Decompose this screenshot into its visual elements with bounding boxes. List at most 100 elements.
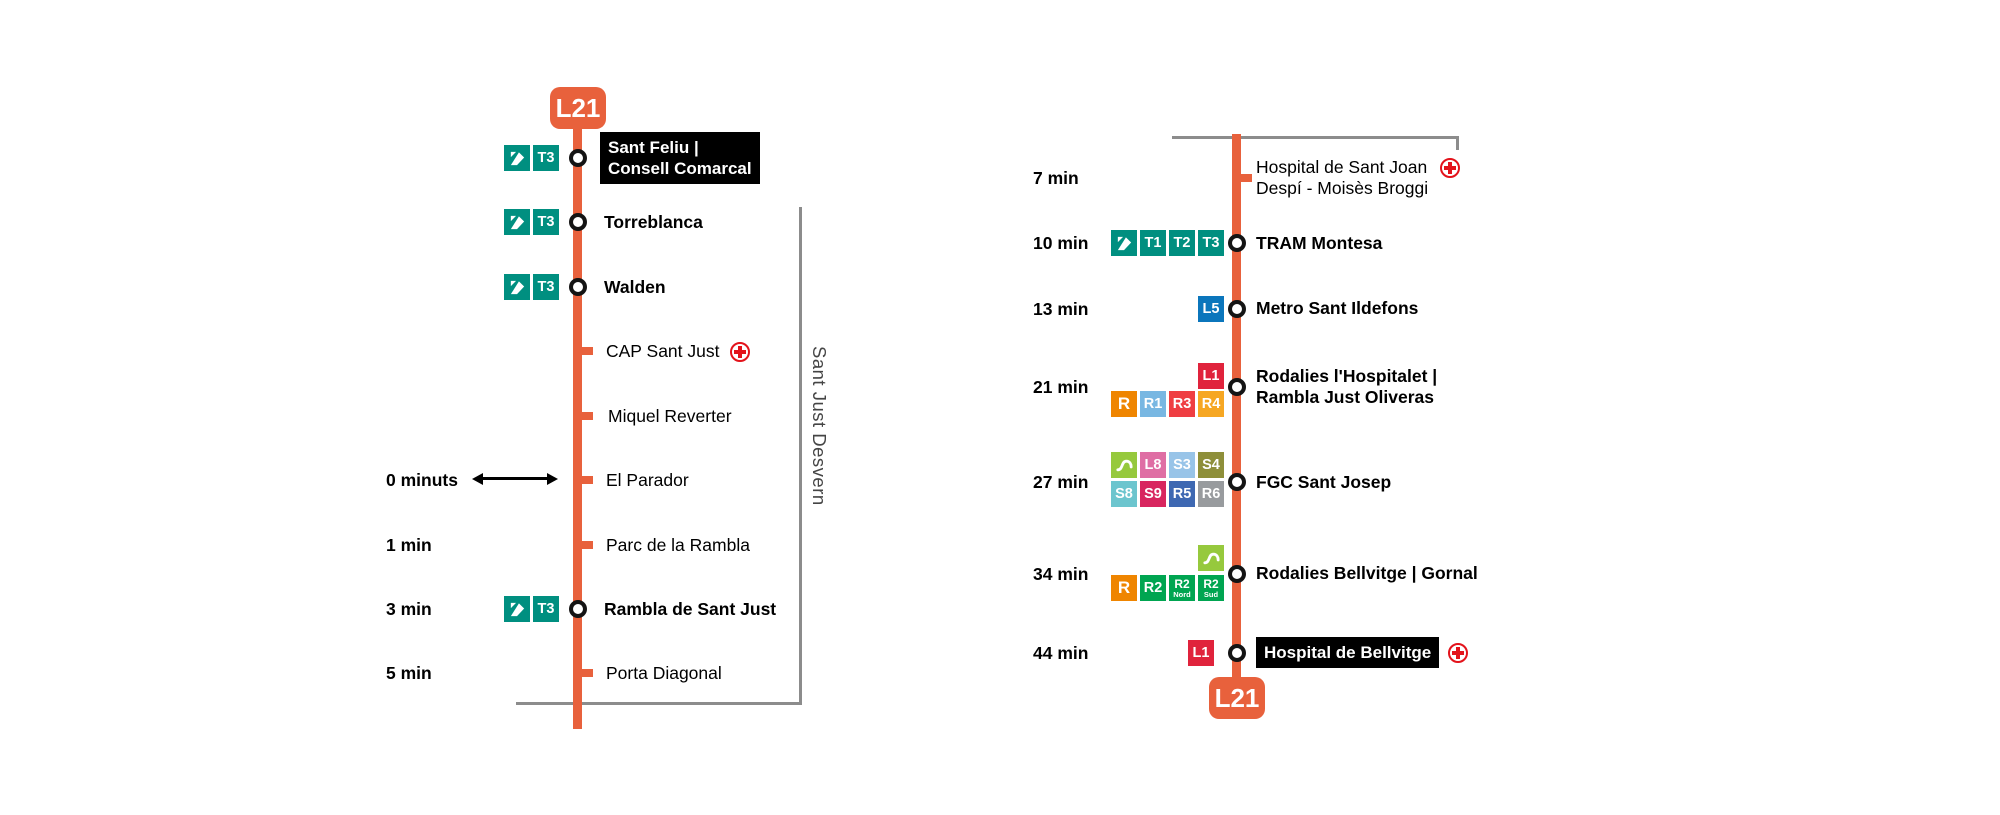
- tram-logo-icon: [504, 274, 530, 300]
- time-tram-montesa: 10 min: [1033, 233, 1089, 253]
- badge-row-rodalies-hospitalet-metro: L1: [1198, 363, 1224, 389]
- badge-rodalies-r: R: [1111, 391, 1137, 417]
- badge-l1: L1: [1198, 363, 1224, 389]
- tram-logo-icon: [504, 596, 530, 622]
- stop-marker-fgc-sant-josep: [1228, 473, 1246, 491]
- boundary-line-right-top: [1172, 136, 1459, 139]
- badge-s9: S9: [1140, 481, 1166, 507]
- stop-marker-hospital-de-bellvitge: [1228, 644, 1246, 662]
- stop-label-text: Rodalies l'Hospitalet |: [1256, 366, 1438, 386]
- badge-row-torreblanca: T3: [504, 209, 559, 235]
- badge-r4: R4: [1198, 391, 1224, 417]
- badge-r2-nord: R2 Nord: [1169, 575, 1195, 601]
- stop-label-walden: Walden: [604, 277, 666, 297]
- tram-logo-icon: [504, 209, 530, 235]
- stop-label-sant-feliu: Sant Feliu | Consell Comarcal: [600, 132, 760, 184]
- time-rambla-de-sant-just: 3 min: [386, 599, 432, 619]
- badge-row-rodalies-hospitalet-rail: R R1 R3 R4: [1111, 391, 1224, 417]
- stop-label-text: Despí - Moisès Broggi: [1256, 178, 1429, 198]
- medical-cross-icon: [729, 341, 750, 362]
- badge-r2: R2: [1140, 575, 1166, 601]
- stop-tick-sant-joan-despi: [1234, 174, 1252, 182]
- badge-row-fgc-sant-josep-1: L8 S3 S4: [1111, 452, 1224, 478]
- badge-r5: R5: [1169, 481, 1195, 507]
- stop-label-fgc-sant-josep: FGC Sant Josep: [1256, 472, 1392, 492]
- boundary-line-right-tick: [1456, 136, 1459, 150]
- stop-marker-walden: [569, 278, 587, 296]
- badge-text: Sud: [1203, 589, 1219, 599]
- badge-l1: L1: [1188, 640, 1214, 666]
- municipality-boundary-vertical: [799, 207, 802, 705]
- stop-label-rodalies-hospitalet: Rodalies l'Hospitalet | Rambla Just Oliv…: [1256, 366, 1437, 408]
- stop-marker-rodalies-hospitalet: [1228, 378, 1246, 396]
- badge-text: Nord: [1173, 589, 1191, 599]
- stop-label-line: Consell Comarcal: [608, 159, 752, 178]
- stop-label-parc-de-la-rambla: Parc de la Rambla: [606, 535, 750, 555]
- tram-logo-icon: [504, 145, 530, 171]
- stop-tick-miquel-reverter: [574, 412, 593, 420]
- badge-s3: S3: [1169, 452, 1195, 478]
- municipality-label: Sant Just Desvern: [809, 346, 830, 506]
- badge-t2: T2: [1169, 230, 1195, 256]
- badge-row-sant-feliu: T3: [504, 145, 559, 171]
- time-parc-de-la-rambla: 1 min: [386, 535, 432, 555]
- stop-marker-sant-feliu: [569, 149, 587, 167]
- stop-tick-cap-sant-just: [574, 347, 593, 355]
- stop-label-hospital-de-bellvitge: Hospital de Bellvitge: [1256, 637, 1469, 668]
- time-fgc-sant-josep: 27 min: [1033, 472, 1089, 492]
- stop-label-el-parador: El Parador: [606, 470, 689, 490]
- badge-row-hospital-de-bellvitge: L1: [1188, 640, 1214, 666]
- stop-tick-parc-de-la-rambla: [574, 541, 593, 549]
- badge-r3: R3: [1169, 391, 1195, 417]
- time-sant-joan-despi: 7 min: [1033, 168, 1079, 188]
- badge-row-tram-montesa: T1 T2 T3: [1111, 230, 1224, 256]
- badge-l8: L8: [1140, 452, 1166, 478]
- badge-row-rambla-de-sant-just: T3: [504, 596, 559, 622]
- stop-tick-el-parador: [574, 476, 593, 484]
- tram-logo-icon: [1111, 230, 1137, 256]
- stop-label-metro-sant-ildefons: Metro Sant Ildefons: [1256, 298, 1419, 318]
- badge-r2-sud: R2 Sud: [1198, 575, 1224, 601]
- stop-label-porta-diagonal: Porta Diagonal: [606, 663, 722, 683]
- line-badge-l21-top: L21: [550, 87, 606, 129]
- stop-tick-porta-diagonal: [574, 669, 593, 677]
- badge-row-rodalies-bellvitge-1: [1198, 545, 1224, 571]
- stop-label-cap-sant-just: CAP Sant Just: [606, 341, 750, 362]
- route-line-right: [1232, 134, 1241, 681]
- stop-label-torreblanca: Torreblanca: [604, 212, 703, 232]
- double-arrow-icon: [482, 477, 548, 480]
- municipality-boundary-bottom: [516, 702, 802, 705]
- badge-rodalies-r: R: [1111, 575, 1137, 601]
- badge-s4: S4: [1198, 452, 1224, 478]
- medical-cross-icon: [1448, 642, 1469, 663]
- stop-label-tram-montesa: TRAM Montesa: [1256, 233, 1383, 253]
- time-porta-diagonal: 5 min: [386, 663, 432, 683]
- medical-cross-icon: [1440, 157, 1461, 178]
- badge-l5: L5: [1198, 296, 1224, 322]
- badge-t1: T1: [1140, 230, 1166, 256]
- stop-marker-rodalies-bellvitge: [1228, 565, 1246, 583]
- badge-row-walden: T3: [504, 274, 559, 300]
- badge-t3: T3: [533, 596, 559, 622]
- stop-marker-rambla-de-sant-just: [569, 600, 587, 618]
- stop-label-sant-joan-despi: Hospital de Sant Joan Despí - Moisès Bro…: [1256, 157, 1461, 199]
- badge-r6: R6: [1198, 481, 1224, 507]
- stop-label-text: Hospital de Bellvitge: [1256, 637, 1440, 668]
- fgc-logo-icon: [1198, 545, 1224, 571]
- badge-s8: S8: [1111, 481, 1137, 507]
- time-hospital-de-bellvitge: 44 min: [1033, 643, 1089, 663]
- time-metro-sant-ildefons: 13 min: [1033, 299, 1089, 319]
- time-rodalies-hospitalet: 21 min: [1033, 377, 1089, 397]
- stop-label-rambla-de-sant-just: Rambla de Sant Just: [604, 599, 777, 619]
- time-el-parador: 0 minuts: [386, 470, 458, 490]
- stop-marker-metro-sant-ildefons: [1228, 300, 1246, 318]
- stop-marker-torreblanca: [569, 213, 587, 231]
- stop-label-line: Sant Feliu |: [608, 138, 699, 157]
- badge-r1: R1: [1140, 391, 1166, 417]
- stop-label-miquel-reverter: Miquel Reverter: [608, 406, 732, 426]
- stop-label-text: Hospital de Sant Joan: [1256, 157, 1428, 177]
- badge-text: R2: [1203, 576, 1219, 591]
- badge-row-rodalies-bellvitge-2: R R2 R2 Nord R2 Sud: [1111, 575, 1224, 601]
- badge-t3: T3: [533, 209, 559, 235]
